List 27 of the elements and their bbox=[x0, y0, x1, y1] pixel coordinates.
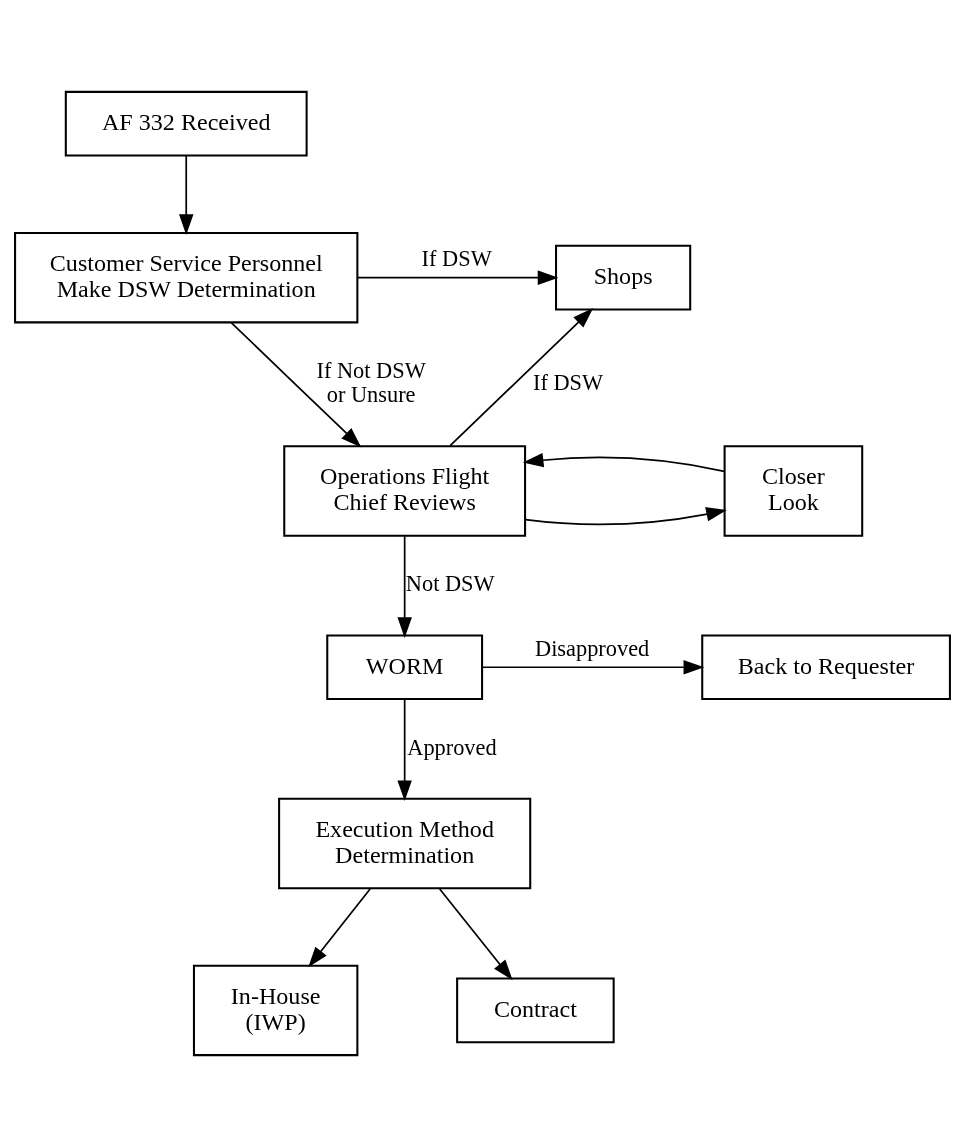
node-box: Closer Look bbox=[723, 445, 864, 537]
node-box: Back to Requester bbox=[701, 634, 951, 701]
edge-label: If DSW bbox=[532, 370, 604, 396]
arrow bbox=[397, 534, 412, 638]
arrow bbox=[524, 507, 727, 526]
arrow bbox=[308, 888, 371, 968]
node-box: In-House (IWP) bbox=[192, 964, 359, 1057]
arrow bbox=[397, 698, 412, 802]
node-box: Contract bbox=[456, 977, 615, 1044]
arrow bbox=[438, 888, 513, 981]
node-box: AF 332 Received bbox=[64, 90, 308, 157]
node-box: Operations Flight Chief Reviews bbox=[283, 445, 527, 537]
edge-label: Approved bbox=[407, 734, 497, 760]
edge-label: Not DSW bbox=[405, 571, 495, 597]
node-box: WORM bbox=[326, 634, 484, 701]
node-box: Execution Method Determination bbox=[278, 797, 532, 890]
arrow bbox=[356, 270, 559, 285]
arrow bbox=[230, 322, 362, 448]
arrow bbox=[522, 452, 726, 473]
node-box: Shops bbox=[555, 244, 692, 311]
edge-label: If Not DSW or Unsure bbox=[316, 358, 426, 408]
arrow bbox=[449, 308, 594, 447]
arrow bbox=[179, 155, 194, 235]
node-box: Customer Service Personnel Make DSW Determination bbox=[14, 231, 359, 324]
edge-label: Disapproved bbox=[535, 635, 650, 661]
edge-label: If DSW bbox=[421, 246, 492, 272]
arrow bbox=[481, 660, 705, 675]
